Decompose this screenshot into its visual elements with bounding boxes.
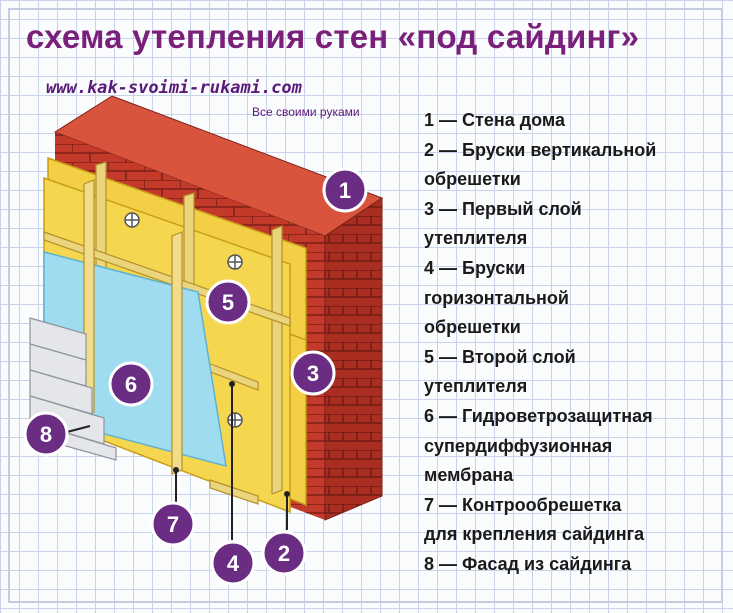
callout-2: 2 [261, 530, 307, 576]
callout-1-label: 1 [339, 178, 351, 203]
callout-7-label: 7 [167, 512, 179, 537]
callout-8: 8 [23, 411, 69, 457]
legend-line: супердиффузионная [424, 435, 613, 456]
callout-2-label: 2 [278, 541, 290, 566]
legend-line: 8 — Фасад из сайдинга [424, 553, 632, 574]
callout-1: 1 [322, 167, 368, 213]
callout-4-label: 4 [227, 551, 240, 576]
callout-8-label: 8 [40, 422, 52, 447]
dowel-icon [124, 212, 140, 228]
leader-dots [173, 381, 290, 497]
leader-lines [66, 384, 288, 540]
callout-6-label: 6 [125, 372, 137, 397]
brick-wall-side [324, 197, 383, 521]
dowel-icon [227, 412, 243, 428]
legend-line: утеплителя [424, 376, 528, 397]
site-url[interactable]: www.kak-svoimi-rukami.com [46, 78, 302, 98]
legend: 1 — Стена дома 2 — Бруски вертикальной о… [424, 106, 724, 580]
legend-line: утеплителя [424, 228, 528, 249]
legend-line: 1 — Стена дома [424, 110, 565, 130]
legend-line: 3 — Первый слой [424, 198, 582, 219]
callout-5: 5 [205, 279, 251, 325]
legend-line: мембрана [424, 465, 514, 486]
callout-7: 7 [150, 501, 196, 547]
site-tagline: Все своими руками [252, 105, 360, 119]
dowel-icon [227, 254, 243, 270]
siding-panels [29, 317, 117, 461]
counter-battens [83, 179, 183, 475]
page-title: схема утепления стен «под сайдинг» [26, 18, 640, 55]
legend-line: 6 — Гидроветрозащитная [424, 405, 653, 426]
callout-3-label: 3 [307, 361, 319, 386]
callout-4: 4 [210, 540, 256, 586]
legend-line: для крепления сайдинга [424, 524, 645, 545]
page-frame [8, 8, 723, 603]
legend-line: горизонтальной [424, 287, 569, 308]
legend-line: 5 — Второй слой [424, 346, 576, 367]
callout-6: 6 [108, 361, 154, 407]
legend-line: 4 — Бруски [424, 257, 526, 278]
legend-line: обрешетки [424, 169, 521, 190]
legend-line: обрешетки [424, 317, 521, 338]
legend-line: 2 — Бруски вертикальной [424, 139, 657, 160]
legend-line: 7 — Контрообрешетка [424, 494, 622, 515]
insulation-dowels [124, 212, 243, 428]
callout-3: 3 [290, 350, 336, 396]
callout-5-label: 5 [222, 290, 234, 315]
